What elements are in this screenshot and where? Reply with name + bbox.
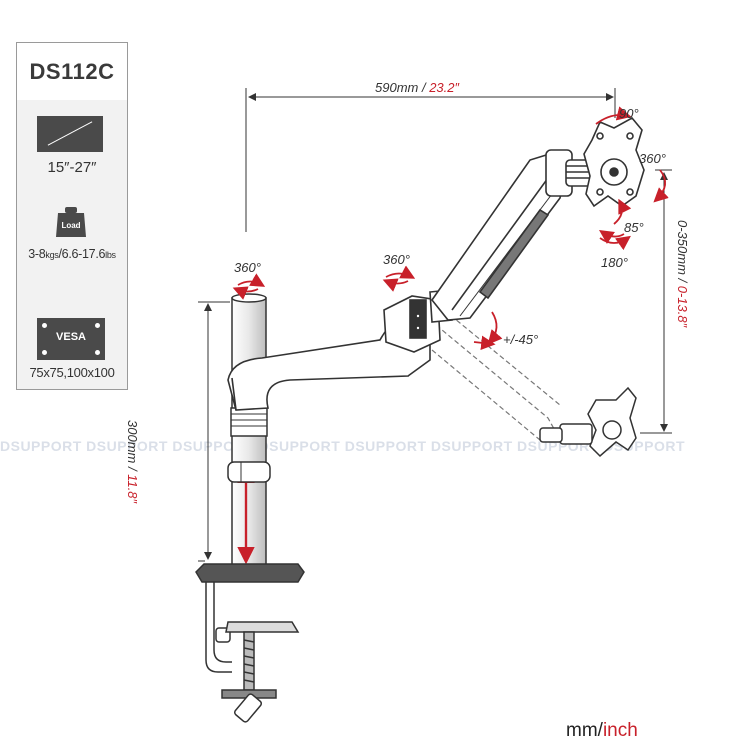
height-inch: 0-13.8″ [675, 285, 690, 328]
height-sep: / [675, 274, 690, 286]
arm-tilt-label: +/-45° [503, 332, 539, 347]
model-name: DS112C [29, 58, 115, 84]
reach-mm: 590mm [375, 80, 419, 95]
load-range-text: 3-8kgs/6.6-17.6lbs [17, 247, 127, 261]
pole-inch: 11.8″ [125, 474, 140, 504]
watermark: DSUPPORT DSUPPORT DSUPPORT DSUPPORT DSUP… [0, 438, 686, 454]
pole-length-label: 300mm / 11.8″ [125, 420, 140, 503]
height-dimension [640, 169, 672, 434]
spec-body: 15″-27″ Load 3-8kgs/6.6-17.6lbs VESA 75x… [17, 100, 127, 389]
vesa-hole-dot [95, 323, 100, 328]
reach-sep: / [418, 80, 430, 95]
weight-icon: Load [55, 207, 87, 237]
screen-size-text: 15″-27″ [47, 159, 97, 176]
load-range-lbs: /6.6-17.6 [58, 247, 106, 261]
pan-label: 180° [601, 255, 628, 270]
joint-rotation-label: 360° [383, 252, 410, 267]
screen-size-icon [37, 116, 103, 152]
units-secondary: inch [602, 720, 638, 741]
vesa-icon: VESA [37, 318, 105, 360]
units-legend: mm/inch [566, 720, 638, 742]
monitor-head [545, 116, 645, 208]
height-range-label: 0-350mm / 0-13.8″ [675, 220, 690, 327]
rotation-arrows [232, 106, 669, 350]
vesa-hole-dot [95, 350, 100, 355]
pole-mm: 300mm [125, 420, 140, 464]
tilt-top-label: 90° [619, 106, 639, 121]
reach-inch: 23.2″ [429, 80, 460, 95]
lowered-arm-ghost [419, 304, 561, 441]
pole-dimension [198, 301, 230, 562]
height-mm: 0-350mm [675, 220, 690, 275]
vesa-sizes-text: 75x75,100x100 [29, 365, 115, 380]
load-unit-kg: kgs [45, 250, 59, 260]
reach-label: 590mm / 23.2″ [375, 80, 459, 95]
vesa-hole-dot [42, 323, 47, 328]
tilt-side-label: 85° [624, 220, 644, 235]
reach-dimension [245, 88, 616, 232]
vesa-hole-dot [42, 350, 47, 355]
spec-panel: DS112C 15″-27″ Load 3-8kgs/6.6-17.6lbs V… [16, 42, 128, 390]
vesa-label: VESA [56, 331, 86, 343]
lowered-monitor-plate [539, 386, 637, 458]
units-separator: / [597, 720, 603, 741]
load-range-main: 3-8 [28, 247, 46, 261]
desk-clamp [195, 563, 305, 723]
pole-rotation-label: 360° [234, 260, 261, 275]
load-label: Load [61, 221, 80, 230]
pole [227, 293, 271, 575]
units-primary: mm [566, 720, 598, 741]
pole-sep: / [125, 463, 140, 475]
swivel-label: 360° [639, 151, 666, 166]
load-unit-lbs: lbs [105, 250, 116, 260]
upper-arm [431, 151, 567, 321]
